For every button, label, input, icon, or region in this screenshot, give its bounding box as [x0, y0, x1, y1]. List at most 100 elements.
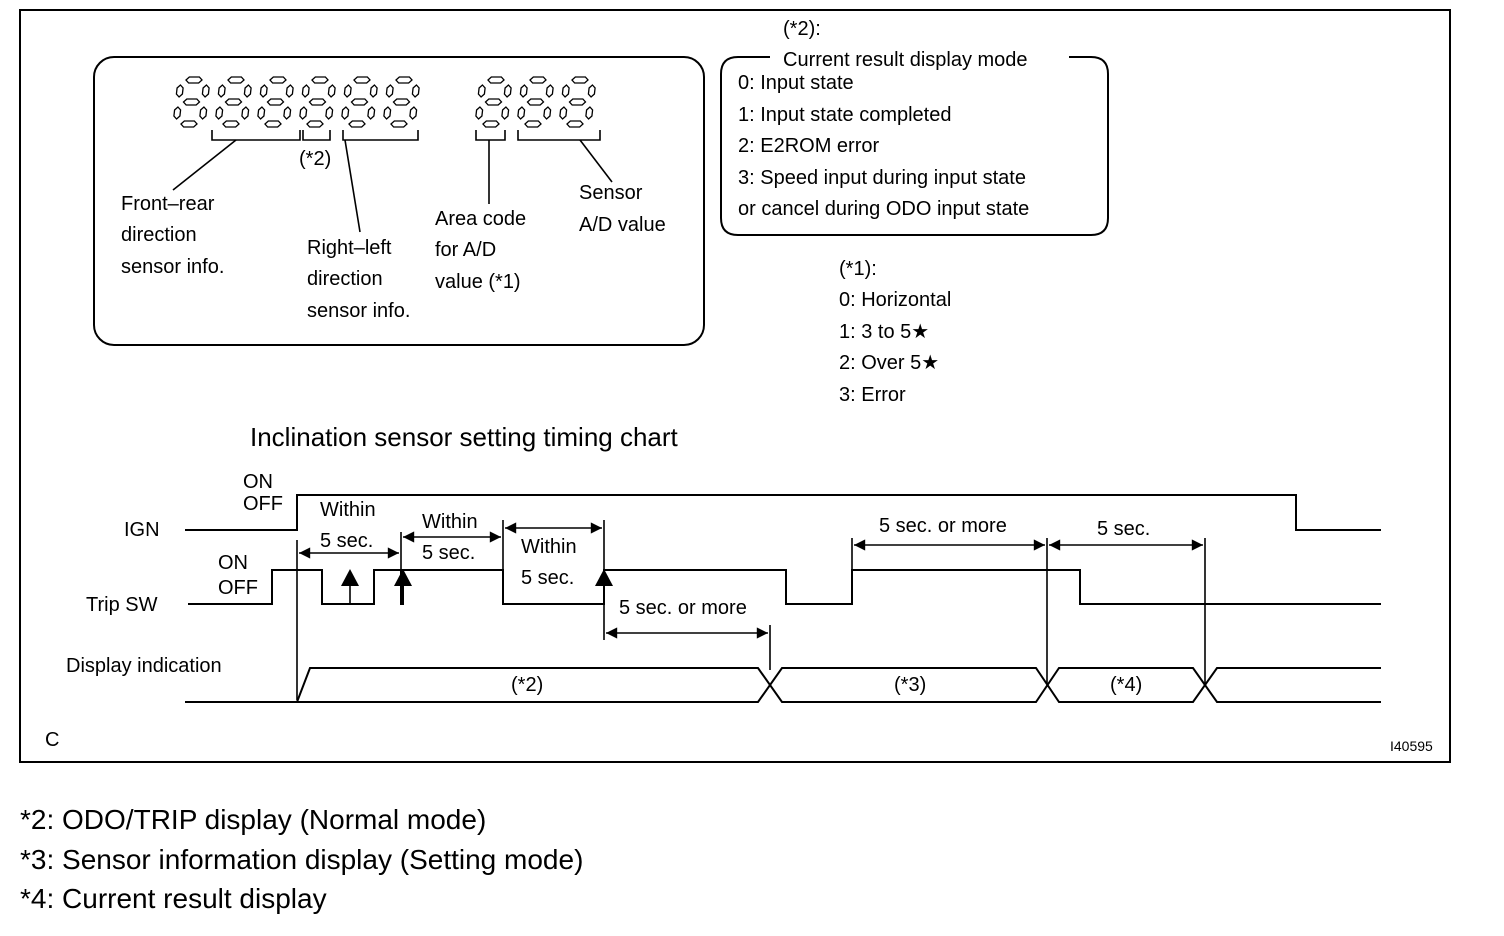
front-rear-label-2: direction [121, 224, 197, 246]
within-5sec-a-2: 5 sec. [320, 530, 373, 552]
area-legend-item: 1: 3 to 5★ [839, 321, 929, 343]
digit-segment [175, 84, 184, 98]
mode-legend-item: 1: Input state completed [738, 104, 951, 126]
digit-segment [568, 98, 587, 106]
digit-segment [383, 106, 392, 120]
digit-segment [545, 84, 554, 98]
digit-segment [390, 120, 408, 128]
digit-segment [529, 76, 547, 84]
display-state-2: (*2) [511, 674, 543, 696]
mode-digit-ref: (*2) [299, 148, 331, 170]
digit-segment [487, 76, 505, 84]
digit-segment [353, 76, 371, 84]
digit-segment [325, 106, 334, 120]
digit-segment [571, 76, 589, 84]
digit-segment [308, 98, 327, 106]
sensor-ad-label-1: Sensor [579, 182, 643, 204]
figure-code: I40595 [1390, 738, 1433, 754]
digit-segment [411, 84, 420, 98]
digit-segment [367, 106, 376, 120]
mode-legend-item: 2: E2ROM error [738, 135, 879, 157]
digit-segment [503, 84, 512, 98]
reference-lines [296, 520, 1206, 700]
digit-segment [180, 120, 198, 128]
digit-segment [559, 106, 568, 120]
display-signal-label: Display indication [66, 655, 222, 677]
digit-segment [311, 76, 329, 84]
digit-segment [222, 120, 240, 128]
dimension-arrows [299, 522, 1203, 639]
digit-segment [269, 76, 287, 84]
within-5sec-b-2: 5 sec. [422, 542, 475, 564]
seven-segment-digits [173, 76, 596, 128]
digit-segment [217, 84, 226, 98]
within-5sec-c-2: 5 sec. [521, 567, 574, 589]
trip-sw-signal-label: Trip SW [86, 594, 158, 616]
within-5sec-c-1: Within [521, 536, 577, 558]
footnote-3: *3: Sensor information display (Setting … [20, 844, 583, 875]
ign-on-label: ON [243, 471, 273, 493]
seven-segment-digit [383, 76, 420, 128]
digit-segment [259, 84, 268, 98]
digit-segment [199, 106, 208, 120]
digit-segment [566, 120, 584, 128]
digit-segment [257, 106, 266, 120]
digit-segment [484, 98, 503, 106]
digit-segment [587, 84, 596, 98]
digit-segment [185, 76, 203, 84]
area-code-label-1: Area code [435, 208, 526, 230]
trip-on-label: ON [218, 552, 248, 574]
ign-off-label: OFF [243, 493, 283, 515]
digit-segment [524, 120, 542, 128]
digit-segment [182, 98, 201, 106]
digit-segment [482, 120, 500, 128]
digit-segment [501, 106, 510, 120]
seven-segment-digit [517, 76, 554, 128]
digit-segment [350, 98, 369, 106]
within-5sec-a-1: Within [320, 499, 376, 521]
digit-brackets [172, 130, 613, 233]
digit-segment [201, 84, 210, 98]
digit-segment [227, 76, 245, 84]
digit-segment [215, 106, 224, 120]
digit-segment [264, 120, 282, 128]
seven-segment-digit [341, 76, 378, 128]
mode-legend-item: 0: Input state [738, 72, 854, 94]
ign-signal-label: IGN [124, 519, 160, 541]
seven-segment-digit [475, 76, 512, 128]
digit-segment [475, 106, 484, 120]
seven-segment-digit [215, 76, 252, 128]
mode-legend-box [720, 56, 1109, 236]
seven-segment-digit [299, 76, 336, 128]
digit-segment [585, 106, 594, 120]
display-indication-bus [185, 667, 1381, 703]
digit-segment [301, 84, 310, 98]
area-code-label-3: value (*1) [435, 271, 521, 293]
digit-segment [285, 84, 294, 98]
digit-segment [526, 98, 545, 106]
sensor-ad-label-2: A/D value [579, 214, 666, 236]
digit-segment [392, 98, 411, 106]
within-5sec-b-1: Within [422, 511, 478, 533]
digit-segment [299, 106, 308, 120]
area-legend-item: 2: Over 5★ [839, 352, 939, 374]
digit-segment [343, 84, 352, 98]
figure-frame [19, 9, 1451, 763]
footnote-2: *2: ODO/TRIP display (Normal mode) [20, 804, 486, 835]
digit-segment [266, 98, 285, 106]
mode-legend-item: 3: Speed input during input state [738, 167, 1026, 189]
five-sec-or-more-low: 5 sec. or more [619, 597, 747, 619]
seven-segment-digit [559, 76, 596, 128]
five-sec-or-more-high: 5 sec. or more [879, 515, 1007, 537]
timing-chart-title: Inclination sensor setting timing chart [250, 422, 679, 452]
area-legend-ref: (*1): [839, 258, 877, 280]
trip-off-label: OFF [218, 577, 258, 599]
display-state-3: (*3) [894, 674, 926, 696]
front-rear-label-1: Front–rear [121, 193, 215, 215]
digit-segment [477, 84, 486, 98]
mode-legend-item: or cancel during ODO input state [738, 198, 1029, 220]
digit-segment [348, 120, 366, 128]
display-state-4: (*4) [1110, 674, 1142, 696]
digit-segment [409, 106, 418, 120]
digit-segment [395, 76, 413, 84]
